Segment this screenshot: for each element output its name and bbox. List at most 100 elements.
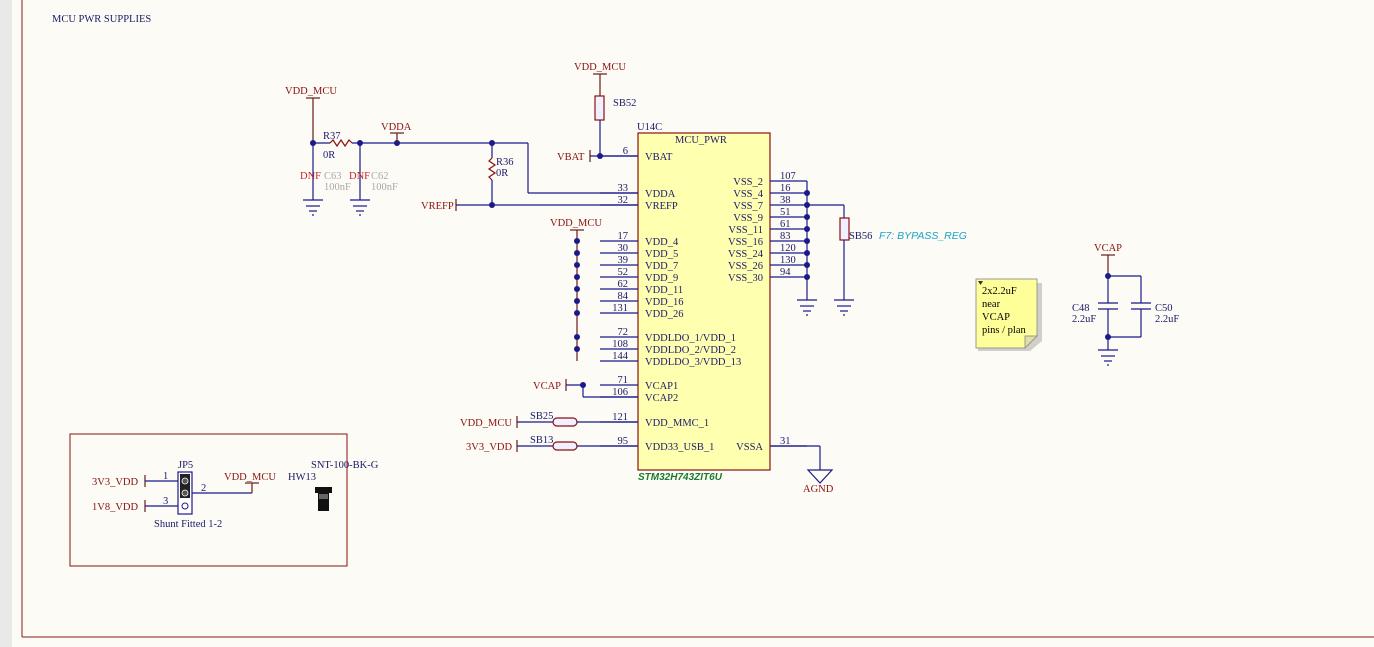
c50-value: 2.2uF bbox=[1155, 314, 1179, 325]
jp5-ref: JP5 bbox=[178, 460, 193, 471]
ic-left-pin-number: 52 bbox=[618, 267, 629, 278]
jp5-pin3: 3 bbox=[163, 496, 168, 507]
note-line-2: near bbox=[982, 299, 1001, 310]
ic-left-pin-name: VCAP2 bbox=[645, 393, 678, 404]
c48-value: 2.2uF bbox=[1072, 314, 1096, 325]
ic-ref: U14C bbox=[637, 122, 662, 133]
solder-bridge-sb25 bbox=[552, 417, 578, 427]
vdd-junction-dot bbox=[574, 286, 580, 292]
ic-right-pin-number: 31 bbox=[780, 436, 791, 447]
ic-left-pin-number: 39 bbox=[618, 255, 629, 266]
ic-left-pin-name: VDDLDO_1/VDD_1 bbox=[645, 333, 736, 344]
ic-left-pin-number: 33 bbox=[618, 183, 629, 194]
design-note: 2x2.2uF near VCAP pins / plan bbox=[975, 278, 1042, 351]
ic-left-pin-name: VDD_11 bbox=[645, 285, 683, 296]
ic-left-pin-number: 30 bbox=[618, 243, 629, 254]
ic-right-pin-name: VSS_11 bbox=[728, 225, 763, 236]
r37-ref: R37 bbox=[323, 131, 341, 142]
ic-right-pin-number: 61 bbox=[780, 219, 791, 230]
ic-left-pin-number: 32 bbox=[618, 195, 629, 206]
ic-left-pin-number: 84 bbox=[618, 291, 629, 302]
vdd-junction-dot bbox=[574, 262, 580, 268]
note-line-1: 2x2.2uF bbox=[982, 286, 1017, 297]
ic-left-pin-number: 72 bbox=[618, 327, 629, 338]
jp5-pin1: 1 bbox=[163, 471, 168, 482]
ic-left-pin-name: VBAT bbox=[645, 152, 673, 163]
ic-right-pin-name: VSS_4 bbox=[733, 189, 764, 200]
c63-ref: C63 bbox=[324, 171, 342, 182]
ic-left-pin-number: 131 bbox=[612, 303, 628, 314]
ic-part-name: MCU_PWR bbox=[675, 135, 727, 146]
ic-left-pin-name: VDDA bbox=[645, 189, 676, 200]
c63-dnf: DNF bbox=[300, 171, 321, 182]
net-label-vcap: VCAP bbox=[1094, 243, 1122, 254]
ic-right-pins: 107VSS_216VSS_438VSS_751VSS_961VSS_1183V… bbox=[728, 171, 807, 453]
ic-right-pin-name: VSS_9 bbox=[733, 213, 763, 224]
net-label-3v3-usb: 3V3_VDD bbox=[466, 442, 512, 453]
jp5-pin2: 2 bbox=[201, 483, 206, 494]
sheet-margin-left bbox=[0, 0, 12, 647]
ic-left-pin-name: VDD_5 bbox=[645, 249, 678, 260]
ic-left-pin-number: 71 bbox=[618, 375, 629, 386]
net-label-vdd-mcu-top: VDD_MCU bbox=[285, 86, 337, 97]
shunt-icon bbox=[315, 487, 332, 511]
vss-ground: SB56 F7: BYPASS_REG bbox=[797, 181, 967, 316]
vss-junction-dot bbox=[804, 190, 810, 196]
ic-right-pin-name: VSS_16 bbox=[728, 237, 763, 248]
c50-ref: C50 bbox=[1155, 303, 1173, 314]
ic-right-pin-number: 38 bbox=[780, 195, 791, 206]
resistor-r36 bbox=[487, 157, 497, 181]
ic-left-pin-name: VDD_4 bbox=[645, 237, 679, 248]
jp5-note: Shunt Fitted 1-2 bbox=[154, 519, 222, 530]
ic-right-pin-name: VSS_2 bbox=[733, 177, 763, 188]
net-label-vbat: VBAT bbox=[557, 152, 585, 163]
vdd-junction-dot bbox=[574, 298, 580, 304]
sb13-ref: SB13 bbox=[530, 435, 553, 446]
ic-left-pin-name: VREFP bbox=[645, 201, 678, 212]
agnd-network: AGND bbox=[770, 445, 834, 495]
vdd-junction-dot bbox=[574, 274, 580, 280]
r36-ref: R36 bbox=[496, 157, 514, 168]
net-label-vrefp: VREFP bbox=[421, 201, 454, 212]
ic-right-pin-name: VSS_24 bbox=[728, 249, 764, 260]
sb56-note: F7: BYPASS_REG bbox=[879, 230, 967, 242]
ic-left-pin-name: VDDLDO_3/VDD_13 bbox=[645, 357, 741, 368]
ic-left-pin-number: 95 bbox=[618, 436, 629, 447]
ic-left-pin-number: 108 bbox=[612, 339, 628, 350]
ic-u14c: U14C MCU_PWR STM32H743ZIT6U 6VBAT33VDDA3… bbox=[600, 122, 807, 483]
c62-value: 100nF bbox=[371, 182, 398, 193]
ic-right-pin-number: 107 bbox=[780, 171, 796, 182]
ic-left-pin-number: 144 bbox=[612, 351, 629, 362]
net-label-agnd: AGND bbox=[803, 484, 834, 495]
ic-left-pin-number: 17 bbox=[618, 231, 629, 242]
net-label-vdd-mcu-mmc: VDD_MCU bbox=[460, 418, 512, 429]
sb56-ref: SB56 bbox=[849, 231, 872, 242]
ic-right-pin-number: 130 bbox=[780, 255, 796, 266]
sheet-title: MCU PWR SUPPLIES bbox=[52, 14, 151, 25]
ic-right-pin-name: VSS_30 bbox=[728, 273, 763, 284]
net-label-vcap-ic: VCAP bbox=[533, 381, 561, 392]
ic-left-pin-name: VDDLDO_2/VDD_2 bbox=[645, 345, 736, 356]
ic-left-pin-number: 106 bbox=[612, 387, 628, 398]
net-label-1v8-jp: 1V8_VDD bbox=[92, 502, 138, 513]
ic-right-pin-number: 120 bbox=[780, 243, 796, 254]
note-line-3: VCAP bbox=[982, 312, 1010, 323]
ic-right-pin-name: VSS_26 bbox=[728, 261, 763, 272]
sb52-ref: SB52 bbox=[613, 98, 636, 109]
ic-left-pin-name: VDD_7 bbox=[645, 261, 678, 272]
ic-left-pin-name: VCAP1 bbox=[645, 381, 678, 392]
vdd-junction-dot bbox=[574, 238, 580, 244]
hw13-ref: HW13 bbox=[288, 472, 316, 483]
hw13-value: SNT-100-BK-G bbox=[311, 460, 379, 471]
net-label-vdd-mcu-vbat: VDD_MCU bbox=[574, 62, 626, 73]
c48-ref: C48 bbox=[1072, 303, 1090, 314]
ic-part-number: STM32H743ZIT6U bbox=[638, 472, 723, 483]
solder-bridge-sb13 bbox=[552, 441, 578, 451]
vss-junction-dot bbox=[804, 274, 810, 280]
ic-right-pin-name: VSSA bbox=[736, 442, 763, 453]
ic-right-pin-number: 94 bbox=[780, 267, 791, 278]
ic-left-pin-name: VDD33_USB_1 bbox=[645, 442, 714, 453]
ic-left-pin-name: VDD_16 bbox=[645, 297, 684, 308]
ic-left-pin-number: 121 bbox=[612, 412, 628, 423]
